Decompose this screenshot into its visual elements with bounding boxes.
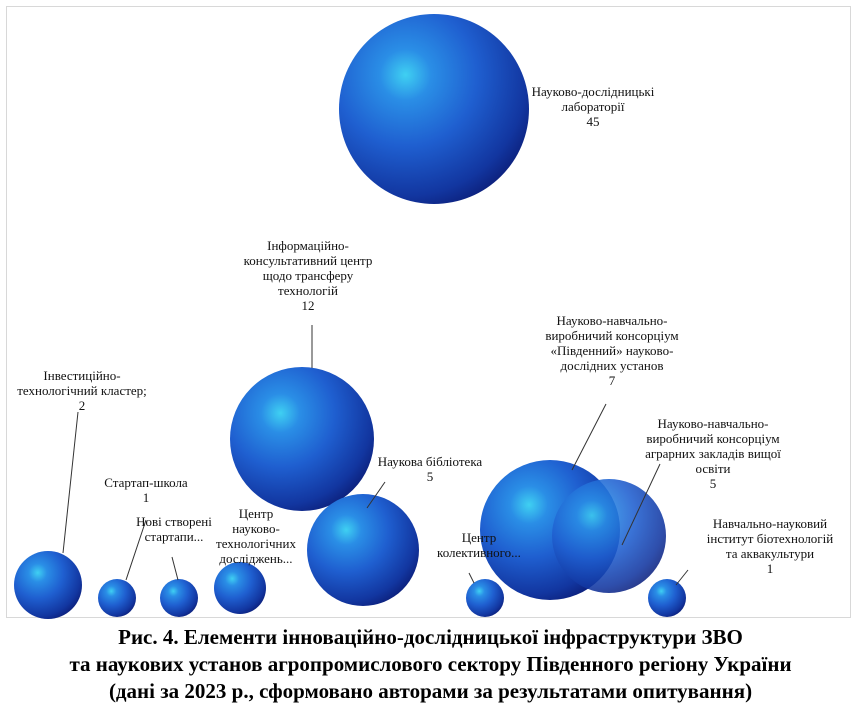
bubble-10	[466, 579, 504, 617]
bubble-3	[14, 551, 82, 619]
leader-line-9	[621, 463, 661, 546]
leader-line-5	[171, 556, 179, 581]
leader-line-3	[62, 411, 79, 554]
bubble-9	[552, 479, 666, 593]
bubble-label-8: Науково-навчально-виробничий консорціум«…	[545, 313, 678, 388]
leader-line-4	[125, 519, 147, 581]
bubble-7	[307, 494, 419, 606]
leader-line-10	[468, 572, 475, 584]
caption-line-2: та наукових установ агропромислового сек…	[69, 652, 792, 676]
chart-frame	[6, 6, 851, 618]
leader-line-8	[571, 403, 607, 471]
bubble-5	[160, 579, 198, 617]
caption-line-3: (дані за 2023 р., сформовано авторами за…	[108, 679, 753, 703]
bubble-6	[214, 562, 266, 614]
leader-line-11	[675, 569, 689, 586]
leader-line-7	[366, 481, 386, 509]
bubbles-layer	[14, 14, 686, 619]
bubble-label-3: Інвестиційно-технологічний кластер;2	[17, 368, 147, 413]
leader-lines-layer	[62, 325, 689, 586]
bubble-11	[648, 579, 686, 617]
caption-line-1: Рис. 4. Елементи інноваційно-дослідницьк…	[118, 625, 743, 649]
bubble-4	[98, 579, 136, 617]
figure-caption: Рис. 4. Елементи інноваційно-дослідницьк…	[0, 624, 861, 705]
bubble-2	[230, 367, 374, 511]
bubble-1	[339, 14, 529, 204]
